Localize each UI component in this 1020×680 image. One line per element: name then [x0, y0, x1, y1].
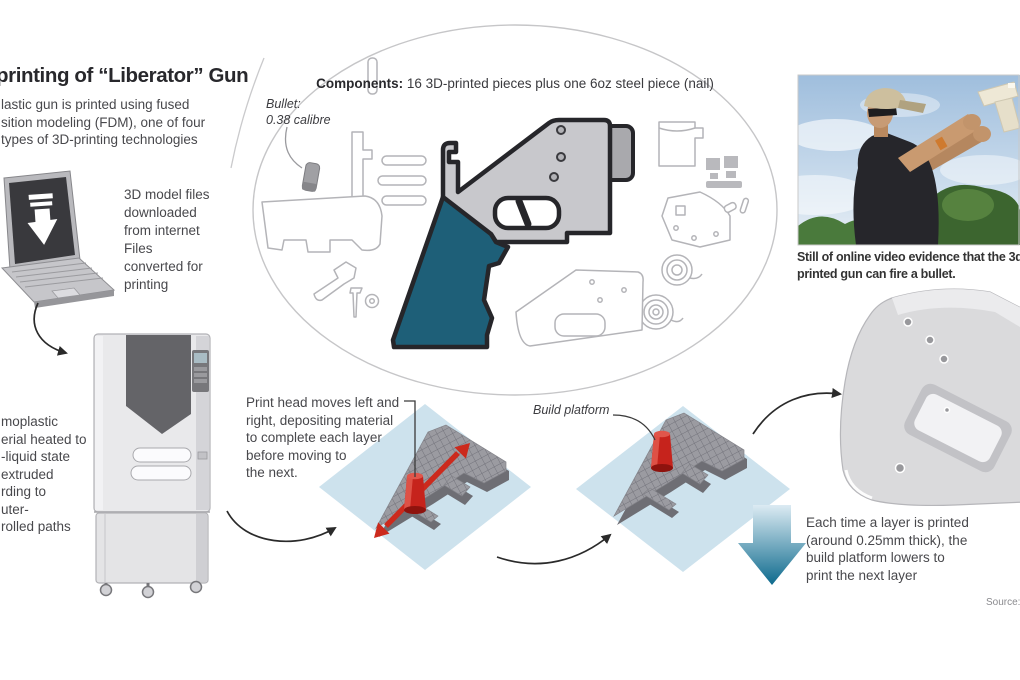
liberator-gun-illustration	[390, 117, 635, 350]
laptop-illustration	[0, 170, 116, 308]
frame-window-cutout	[904, 383, 1012, 473]
trigger	[515, 197, 532, 228]
intro-line: types of 3D-printing technologies	[1, 132, 198, 147]
exploded-parts	[261, 57, 750, 347]
barrel-lip	[658, 127, 696, 132]
frame-piece-outline	[261, 195, 383, 253]
laptop-touchpad	[51, 287, 81, 299]
printer-drawers	[130, 447, 208, 481]
components-text: 16 3D-printed pieces plus one 6oz steel …	[403, 76, 714, 91]
build-platform-1	[319, 400, 531, 570]
spiral-spring	[661, 254, 703, 286]
components-heading: Components: 16 3D-printed pieces plus on…	[285, 76, 745, 91]
intro-line: lastic gun is printed using fused	[1, 97, 190, 112]
gun-grip	[390, 194, 511, 350]
printer-control-panel	[192, 350, 209, 392]
photo-border	[797, 74, 1020, 246]
frame-piece-hole	[597, 297, 603, 303]
spiral-spring	[638, 294, 684, 330]
gun-screw-holes	[549, 125, 566, 182]
build-platform-leader-line	[612, 414, 656, 441]
frame-piece-outline	[515, 269, 644, 347]
platform-lowers-arrow-icon	[738, 505, 806, 585]
printed-frame-illustration	[839, 288, 1020, 507]
photo-caption: Still of online video evidence that the …	[797, 250, 1020, 281]
arrow-platform-to-part	[752, 388, 842, 435]
layer-step-text: Each time a layer is printed (around 0.2…	[806, 515, 969, 583]
page-title: printing of “Liberator” Gun	[0, 64, 249, 87]
gun-body	[440, 117, 613, 245]
frame-holes	[894, 317, 951, 474]
video-still-photo	[798, 75, 1020, 245]
flow-arrows	[33, 302, 842, 565]
printhead-icon	[651, 430, 673, 472]
printer-illustration	[93, 333, 211, 599]
bullet-illustration	[284, 126, 321, 192]
build-platform-2	[576, 406, 790, 572]
shooter-figure	[853, 81, 1020, 245]
knurled-parts	[706, 156, 742, 188]
arrow-laptop-to-printer	[33, 302, 68, 356]
cap	[864, 88, 908, 109]
rod-outline	[377, 175, 427, 186]
pin-outline	[739, 197, 750, 214]
wrench-part-outline	[313, 261, 357, 302]
arrow-printer-to-platform	[226, 510, 337, 543]
plate-hole	[713, 231, 719, 237]
printed-gun-in-photo	[977, 81, 1020, 133]
printhead-leader-line	[404, 400, 416, 477]
firing-pin-outline	[367, 57, 378, 95]
download-icon	[27, 193, 58, 245]
printer-door	[126, 335, 191, 434]
sunglasses	[868, 107, 897, 117]
printhead-step-text: Print head moves left and right, deposit…	[246, 395, 400, 480]
components-ellipse	[230, 24, 778, 396]
download-step-text: 3D model files downloaded from internet …	[124, 187, 210, 292]
plate-hole	[691, 235, 697, 241]
washer-hole	[368, 297, 376, 305]
frame-piece-hole	[589, 279, 595, 285]
build-platform-label: Build platform	[533, 403, 610, 417]
components-label: Components:	[316, 76, 404, 91]
rod-outline	[381, 155, 427, 166]
thermoplastic-step-text: moplastic erial heated to -liquid state …	[1, 414, 87, 534]
intro-text: lastic gun is printed using fused sition…	[1, 96, 205, 149]
source-label: Source:	[986, 597, 1020, 608]
bullet-label: Bullet: 0.38 calibre	[266, 97, 331, 127]
frame-piece-hole	[621, 287, 627, 293]
arrow-platform-to-platform	[496, 533, 612, 565]
barrel-outline	[658, 121, 704, 167]
laptop-keyboard	[11, 262, 104, 288]
hammer-outline	[351, 131, 373, 199]
intro-line: sition modeling (FDM), one of four	[1, 114, 206, 130]
clouds	[798, 93, 1020, 215]
printer-casters	[99, 580, 203, 599]
pin-outline	[723, 201, 737, 214]
plate-hole	[675, 205, 686, 216]
plate-hole	[673, 225, 679, 231]
printhead-icon	[404, 472, 426, 514]
frame-piece-window	[554, 313, 606, 337]
nail-outline	[349, 287, 363, 318]
rod-outline	[381, 195, 427, 206]
